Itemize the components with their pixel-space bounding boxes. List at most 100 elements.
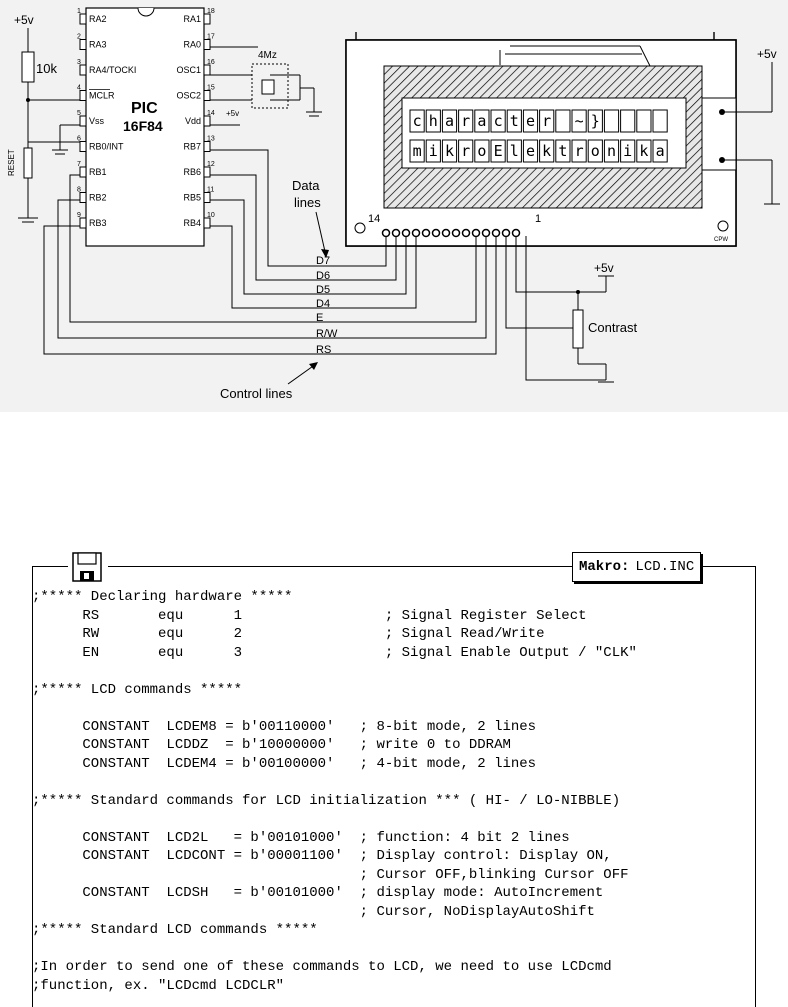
chip-pin-14 [203, 115, 211, 127]
chip-pin-name: RA1 [183, 14, 201, 24]
lcd-header-pin [491, 228, 501, 238]
code-line [32, 940, 637, 959]
lcd-header-pin [401, 228, 411, 238]
lcd-cell [522, 109, 539, 133]
chip-pin-name: RB4 [183, 218, 201, 228]
code-listing: ;***** Declaring hardware ***** RS equ 1… [32, 588, 637, 995]
chip-pin-number: 10 [207, 212, 215, 219]
lcd-header-pin [451, 228, 461, 238]
chip-pin-name: Vdd [185, 116, 201, 126]
bus-label-d4: D4 [316, 298, 330, 310]
lcd-cell [571, 109, 587, 133]
code-line [32, 810, 637, 829]
lcd-header-pin [471, 228, 481, 238]
lcd-cell [490, 139, 506, 163]
reset-network: +5v 10k RESET [7, 13, 80, 223]
code-line: ;***** Declaring hardware ***** [32, 589, 293, 605]
chip-pin-13 [203, 141, 211, 152]
chip-pin-5 [79, 115, 87, 127]
chip-name-2: 16F84 [123, 118, 163, 134]
lcd-cell [636, 139, 652, 163]
lcd-corner-label: CPW [714, 237, 728, 243]
macro-file-tab[interactable]: Makro: LCD.INC [572, 552, 702, 582]
code-line: ; Cursor, NoDisplayAutoShift [32, 903, 595, 920]
lcd-char: m [413, 142, 422, 160]
contrast-label: Contrast [588, 320, 638, 335]
lcd-char: a [477, 112, 486, 130]
contrast-potentiometer [572, 309, 584, 349]
pic-chip: PIC 16F84 1RA22RA33RA4/TOCKI4MCLR5Vss6RB… [77, 7, 215, 247]
lcd-cell [636, 109, 652, 133]
code-line: ; Cursor OFF,blinking Cursor OFF [32, 866, 629, 883]
lcd-cell [555, 139, 571, 163]
reset-label: RESET [7, 149, 16, 176]
data-lines-label-1: Data [292, 178, 320, 193]
supply-label-4: +5v [594, 261, 614, 275]
chip-pin-16 [203, 64, 211, 76]
chip-right-pins: 18RA117RA016OSC115OSC214Vdd13RB712RB611R… [176, 8, 215, 229]
lcd-char: c [494, 112, 503, 130]
lcd-cell [620, 139, 636, 163]
bus-label-d7: D7 [316, 255, 330, 267]
lcd-cell [587, 109, 603, 133]
lcd-cell [425, 139, 441, 163]
lcd-char: ~ [575, 112, 584, 130]
code-line: EN equ 3 ; Signal Enable Output / "CLK" [32, 644, 637, 661]
lcd-header-pin [431, 228, 441, 238]
chip-pin-7 [79, 166, 87, 178]
chip-pin-number: 11 [207, 187, 214, 194]
lcd-cell [652, 139, 668, 163]
code-line: ;***** LCD commands ***** [32, 681, 243, 698]
lcd-header-pin [381, 228, 391, 238]
lcd-char: r [461, 142, 470, 160]
chip-pin-number: 6 [77, 136, 81, 143]
bus-label-d5: D5 [316, 284, 330, 296]
chip-pin-name: RB0/INT [89, 142, 124, 152]
code-line [32, 699, 637, 718]
chip-pin-name: RB1 [89, 167, 107, 177]
chip-pin-8 [79, 192, 87, 203]
code-line: ;***** Standard commands for LCD initial… [32, 792, 621, 809]
contrast-network: +5v Contrast [505, 236, 638, 383]
chip-pin-name: OSC1 [176, 65, 201, 75]
chip-pin-number: 8 [77, 187, 81, 194]
chip-pin-number: 3 [77, 59, 81, 66]
floppy-disk-icon [68, 552, 108, 582]
chip-pin-name: RB6 [183, 167, 201, 177]
lcd-char: o [591, 142, 600, 160]
lcd-header-pin [391, 228, 401, 238]
resistor-label: 10k [36, 61, 57, 76]
crystal-label: 4Mz [258, 50, 277, 61]
chip-pin-number: 7 [77, 161, 81, 168]
lcd-header-pin [441, 228, 451, 238]
supply-label-2: +5v [226, 109, 239, 118]
lcd-char: c [413, 112, 422, 130]
chip-pin-name: RB5 [183, 193, 201, 203]
lcd-char: i [429, 142, 438, 160]
lcd-cell [539, 109, 555, 133]
chip-left-pins: 1RA22RA33RA4/TOCKI4MCLR5Vss6RB0/INT7RB18… [77, 8, 136, 229]
lcd-cell [571, 139, 587, 163]
lcd-cell [603, 109, 620, 133]
data-lines-label-2: lines [294, 195, 321, 210]
supply-label-1: +5v [14, 13, 34, 27]
lcd-char: l [510, 142, 519, 160]
chip-pin-name: RA2 [89, 14, 107, 24]
lcd-cell [539, 139, 555, 163]
data-lines-arrow [315, 211, 327, 257]
lcd-cell [458, 139, 474, 163]
macro-tab-prefix: Makro: [579, 559, 630, 575]
chip-pin-number: 9 [77, 212, 81, 219]
lcd-pin-14-label: 14 [368, 213, 380, 225]
code-line: ;function, ex. "LCDcmd LCDCLR" [32, 977, 285, 994]
circuit-svg: +5v 10k RESET PIC 16F84 1RA22RA33RA4/TOC… [7, 7, 780, 401]
chip-pin-number: 17 [207, 34, 215, 41]
lcd-char: a [656, 142, 665, 160]
code-line [32, 773, 637, 792]
lcd-cell [441, 139, 458, 163]
chip-pin-number: 14 [207, 110, 215, 117]
chip-pin-name: RB2 [89, 193, 107, 203]
code-line: CONSTANT LCD2L = b'00101000' ; function:… [32, 829, 570, 846]
lcd-cell [506, 109, 522, 133]
crystal-oscillator: 4Mz [210, 46, 322, 117]
